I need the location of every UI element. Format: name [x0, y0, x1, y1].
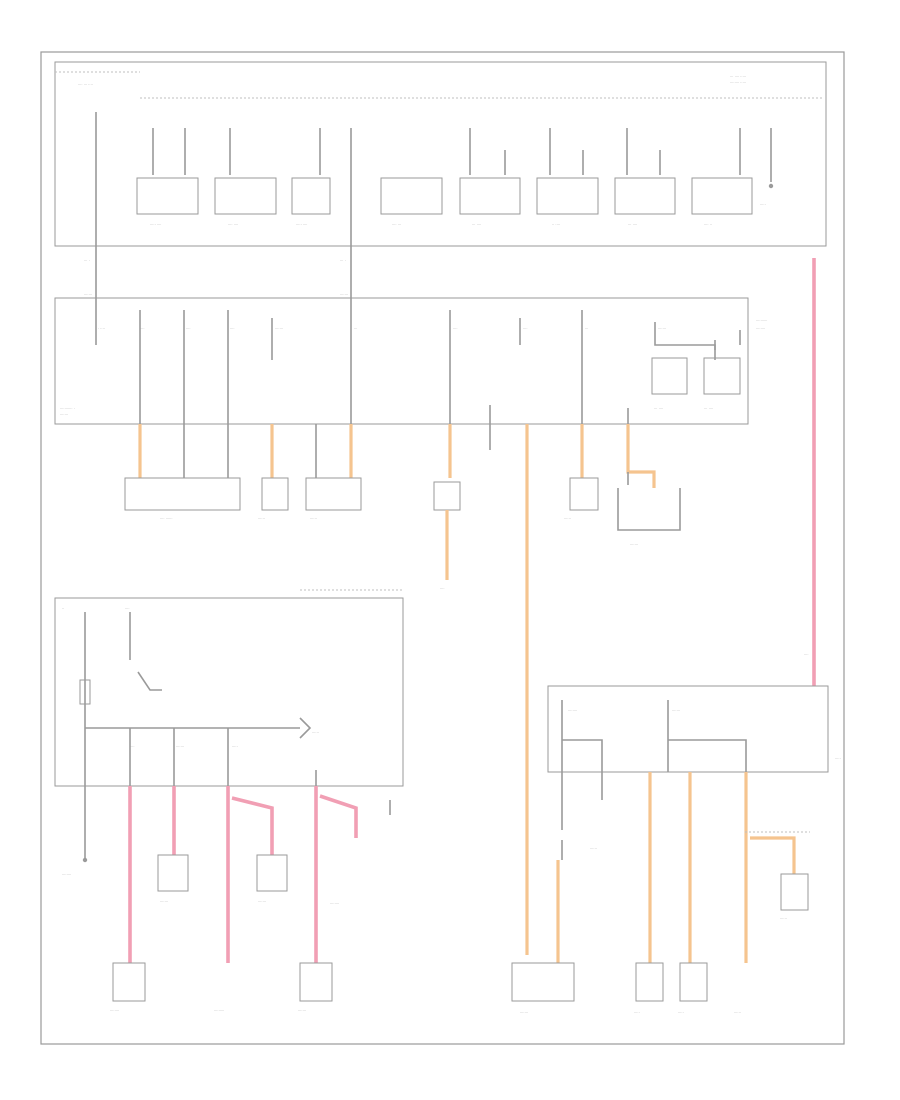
svg-text:··· ·: ··· · — [340, 259, 346, 263]
lower-left-fuse-block-outline — [54, 597, 404, 787]
svg-text:····: ···· — [186, 327, 191, 331]
svg-text:······: ······ — [780, 917, 787, 921]
svg-text:········: ········ — [568, 709, 577, 713]
svg-text:·····: ····· — [634, 1011, 640, 1015]
svg-text:···· ··: ···· ·· — [704, 223, 712, 227]
svg-text:·····: ····· — [760, 203, 766, 207]
svg-text:···· ······: ···· ······ — [160, 517, 173, 521]
svg-text:··· ····: ··· ···· — [472, 223, 481, 227]
svg-text:·······: ······· — [84, 293, 92, 297]
svg-text:····: ···· — [523, 327, 528, 331]
svg-text:······: ······ — [564, 517, 571, 521]
svg-text:··: ·· — [62, 607, 64, 611]
svg-text:·······: ······· — [60, 413, 68, 417]
svg-text:······: ······ — [734, 1011, 741, 1015]
svg-text:······: ······ — [590, 847, 597, 851]
svg-text:······: ······ — [312, 731, 319, 735]
svg-text:···· ···: ···· ··· — [392, 223, 401, 227]
svg-text:···· ··· ····: ···· ··· ···· — [78, 83, 93, 87]
svg-text:· ····: · ···· — [98, 327, 105, 331]
svg-text:····: ···· — [125, 607, 130, 611]
svg-text:········: ········ — [330, 902, 339, 906]
svg-text:··· ····: ··· ···· — [628, 223, 637, 227]
svg-text:·······: ······· — [298, 1009, 306, 1013]
svg-text:···: ··· — [354, 327, 357, 331]
svg-text:··········: ·········· — [756, 319, 767, 323]
svg-text:·······: ······· — [658, 327, 666, 331]
middle-fuse-block: · ···· ···· ···· ···· ······· ··· ···· ·… — [54, 297, 767, 425]
svg-text:····: ···· — [440, 587, 445, 591]
svg-text:····: ···· — [804, 653, 809, 657]
svg-text:····· ····: ····· ···· — [150, 223, 161, 227]
svg-text:·······: ······· — [520, 1011, 528, 1015]
svg-text:·······: ······· — [160, 900, 168, 904]
top-fuse-block-outline — [54, 61, 827, 247]
svg-text:··· ····: ··· ···· — [704, 407, 713, 411]
middle-fuse-block-outline — [54, 297, 749, 425]
svg-text:·······: ······· — [672, 709, 680, 713]
svg-text:·· ····: ·· ···· — [552, 223, 560, 227]
svg-text:····: ···· — [453, 327, 458, 331]
svg-text:······: ······ — [310, 517, 317, 521]
lower-right-fuse-block: ········ ······· ····· — [547, 685, 841, 773]
svg-text:·······: ······· — [275, 327, 283, 331]
body-control-module-box — [124, 477, 241, 511]
svg-text:·····: ····· — [678, 1011, 684, 1015]
top-fuse-block: ···· ··· ···· ··· ···· ····· ········ ··… — [54, 61, 827, 247]
svg-text:····: ···· — [130, 745, 135, 749]
svg-text:········: ········ — [110, 1009, 119, 1013]
svg-text:········: ········ — [62, 873, 71, 877]
lower-left-fuse-block: ·· ···· ···· ······· ····· ······ — [54, 589, 404, 787]
svg-text:··· ····: ··· ···· — [654, 407, 663, 411]
svg-text:········ ·····: ········ ····· — [730, 81, 746, 85]
svg-text:··········· ·: ··········· · — [60, 407, 75, 411]
svg-text:·········: ········· — [214, 1009, 224, 1013]
diagram-outer-frame — [40, 51, 845, 1045]
svg-text:···: ··· — [585, 327, 588, 331]
svg-text:········: ········ — [756, 327, 765, 331]
svg-text:·····: ····· — [232, 745, 238, 749]
svg-text:·······: ······· — [176, 745, 184, 749]
svg-text:······: ······ — [258, 517, 265, 521]
svg-text:·······: ······· — [258, 900, 266, 904]
svg-text:·······: ······· — [340, 293, 348, 297]
svg-text:····: ···· — [140, 327, 145, 331]
svg-text:··· ···· ·····: ··· ···· ····· — [730, 75, 746, 79]
lower-right-fuse-block-outline — [547, 685, 829, 773]
svg-text:·····: ····· — [835, 757, 841, 761]
svg-text:····: ···· — [230, 327, 235, 331]
svg-text:···· ····: ···· ···· — [228, 223, 238, 227]
svg-text:·······: ······· — [630, 543, 638, 547]
svg-text:····· ····: ····· ···· — [296, 223, 307, 227]
svg-text:··· ·: ··· · — [84, 259, 90, 263]
